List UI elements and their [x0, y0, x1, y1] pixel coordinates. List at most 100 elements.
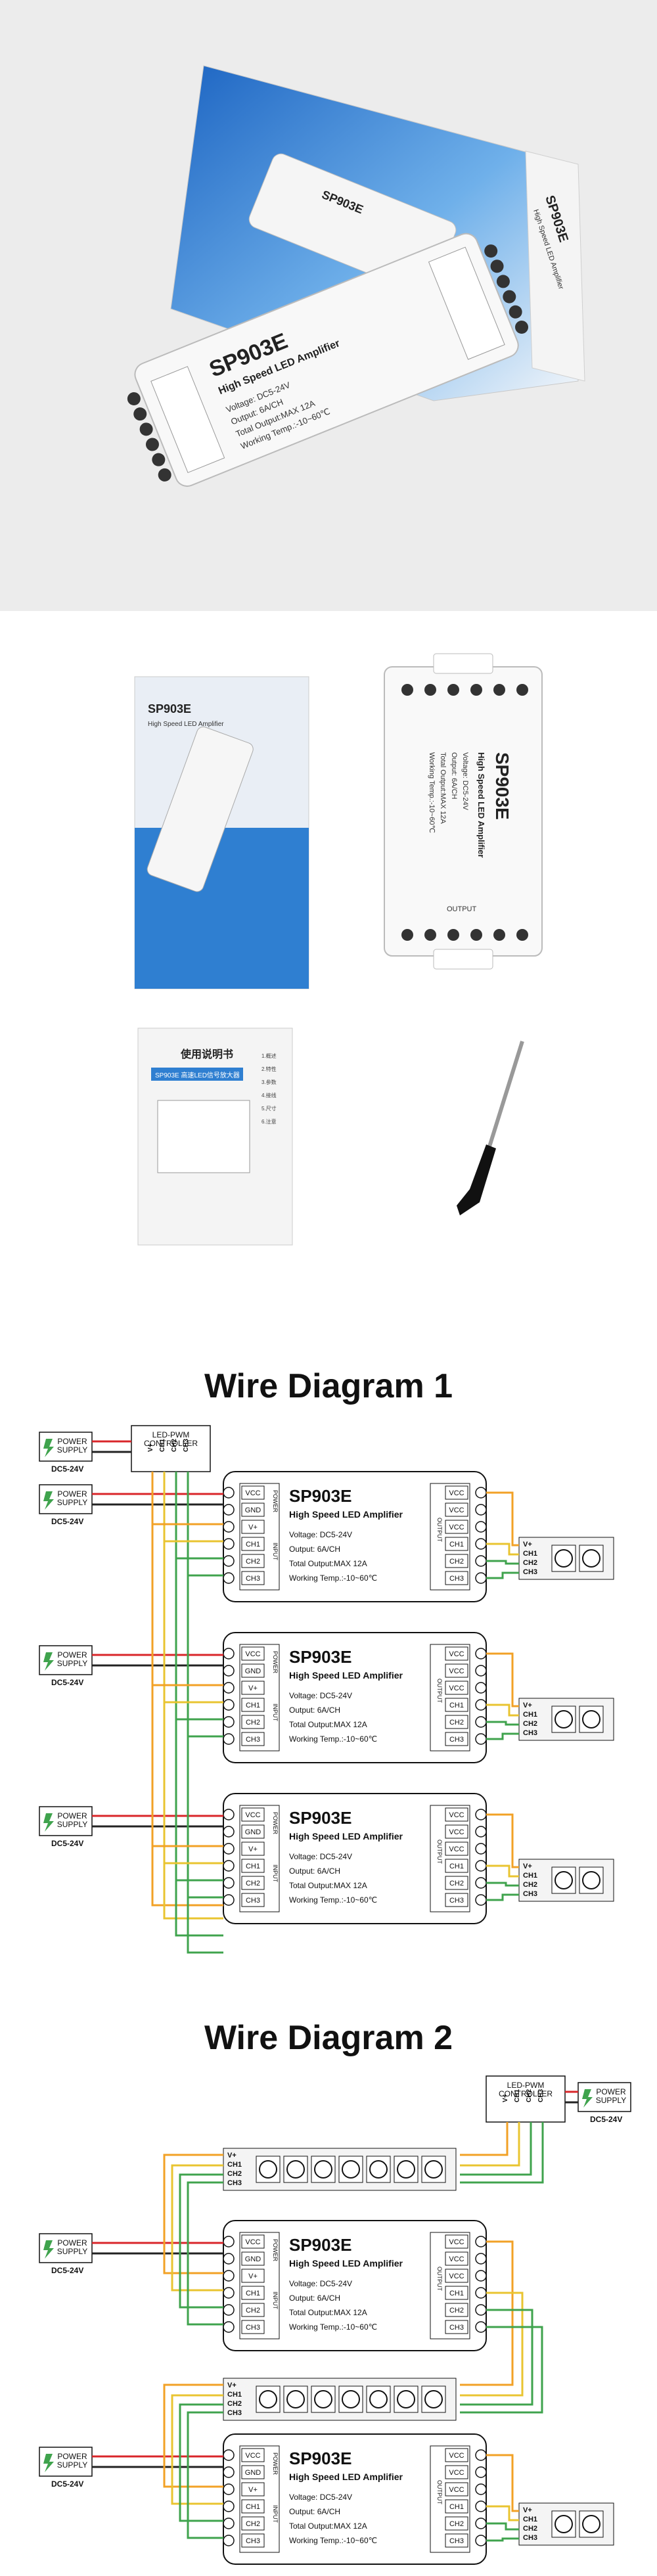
led-icon — [582, 1549, 600, 1568]
wire — [460, 2240, 514, 2386]
power-supply-label: POWER — [57, 1437, 87, 1446]
screw-icon — [475, 1826, 487, 1838]
terminal-label: VCC — [449, 1845, 464, 1853]
power-supply-voltage: DC5-24V — [51, 1464, 83, 1474]
screw-icon — [223, 2535, 235, 2546]
product-photo: SP903E High Speed LED Amplifier SP903E S… — [127, 65, 585, 487]
wire — [486, 1491, 519, 1547]
screw-icon — [475, 1682, 487, 1694]
power-label: POWER — [272, 2239, 279, 2262]
input-label: INPUT — [272, 2292, 279, 2310]
screw-icon — [475, 1504, 487, 1516]
terminal-label: CH1 — [449, 2290, 464, 2297]
terminal-cell — [445, 1485, 468, 1500]
wire — [163, 2384, 223, 2488]
lightning-icon — [43, 2240, 54, 2259]
controller-pin-label: CH1 — [514, 2089, 521, 2102]
amplifier-subtitle: High Speed LED Amplifier — [289, 1831, 403, 1842]
amplifier-output: Output: 6A/CH — [289, 1706, 340, 1715]
led-icon — [259, 2160, 277, 2179]
strip-pin-label: V+ — [523, 1541, 532, 1548]
strip-pin-label: CH1 — [227, 2161, 242, 2169]
terminal-label: V+ — [248, 1845, 258, 1853]
terminal-cell — [445, 1893, 468, 1907]
controller-pin-label: CH1 — [159, 1439, 166, 1452]
wire — [486, 1560, 519, 1565]
screw-icon — [475, 1733, 487, 1745]
output-label: OUTPUT — [436, 1518, 443, 1543]
terminal-cell — [445, 1681, 468, 1695]
wire — [187, 1472, 223, 1954]
led-icon — [555, 1549, 573, 1568]
screw-icon — [223, 1648, 235, 1660]
output-label: OUTPUT — [436, 2267, 443, 2292]
input-label: INPUT — [272, 1704, 279, 1722]
power-supply-label: SUPPLY — [57, 1820, 87, 1829]
terminal-cell — [445, 1842, 468, 1856]
terminal-cell — [445, 2234, 468, 2249]
amplifier-subtitle: High Speed LED Amplifier — [289, 2472, 403, 2482]
manual-item: 4.接线 — [261, 1092, 277, 1098]
screw-icon — [475, 2304, 487, 2316]
terminal-cell — [445, 1807, 468, 1822]
device-top-temp: Working Temp.:-10~60℃ — [428, 752, 436, 833]
amplifier-model: SP903E — [289, 1486, 351, 1506]
screw-icon — [223, 1538, 235, 1550]
terminal-cell — [445, 2533, 468, 2548]
screw-icon — [475, 2500, 487, 2512]
wire — [460, 2292, 524, 2397]
terminal-label: VCC — [449, 1684, 464, 1692]
screw-icon — [223, 1877, 235, 1889]
terminal-cell — [241, 2269, 265, 2283]
screw-icon — [475, 2449, 487, 2461]
screw-icon — [475, 1843, 487, 1855]
led-icon — [555, 1710, 573, 1729]
amplifier-model: SP903E — [289, 2235, 351, 2255]
screw-icon — [223, 1894, 235, 1906]
strip-pin-label: V+ — [523, 2506, 532, 2514]
screw-icon — [475, 1572, 487, 1584]
device-top-model: SP903E — [492, 752, 512, 820]
screw-icon — [223, 2270, 235, 2282]
strip-pin-label: CH1 — [523, 2516, 537, 2523]
screw-icon — [223, 2287, 235, 2299]
wire — [486, 2505, 519, 2521]
terminal-label: CH2 — [449, 2520, 464, 2528]
controller-pin-label: CH2 — [526, 2089, 533, 2102]
terminal-label: CH3 — [449, 1897, 464, 1905]
screw-icon — [475, 1716, 487, 1728]
terminal-label: CH1 — [449, 1863, 464, 1870]
box-front: SP903E High Speed LED Amplifier — [134, 676, 309, 989]
power-supply-label: POWER — [57, 1489, 87, 1499]
strip-pin-label: CH2 — [227, 2400, 242, 2408]
strip-pin-label: V+ — [523, 1863, 532, 1870]
terminal-label: CH3 — [449, 2537, 464, 2545]
led-icon — [259, 2390, 277, 2408]
controller-pin-label: CH2 — [171, 1439, 178, 1452]
terminal-cell — [241, 1859, 265, 1873]
terminal-cell — [445, 2303, 468, 2317]
controller-pin-label: V+ — [147, 1443, 154, 1452]
terminal-label: CH3 — [449, 1736, 464, 1744]
package-contents-section: SP903E High Speed LED Amplifier SP903E H… — [0, 611, 657, 1334]
wire — [486, 1543, 519, 1556]
strip-pin-label: CH3 — [227, 2179, 242, 2187]
strip-pin-label: CH2 — [523, 1720, 537, 1728]
terminal-label: CH2 — [246, 1880, 260, 1887]
terminal-label: CH1 — [246, 1702, 260, 1709]
lightning-icon — [582, 2089, 593, 2108]
amplifier-subtitle: High Speed LED Amplifier — [289, 2258, 403, 2269]
terminal-label: VCC — [449, 2469, 464, 2477]
wire — [486, 1882, 519, 1887]
terminal-label: V+ — [248, 2272, 258, 2280]
screw-icon — [475, 2321, 487, 2333]
led-icon — [555, 2515, 573, 2533]
terminal-label: CH2 — [449, 1558, 464, 1566]
input-label: INPUT — [272, 2505, 279, 2523]
screw-icon — [223, 1487, 235, 1499]
user-manual: 使用说明书 SP903E 高速LED信号放大器 1.概述 2.特性 3.参数 4… — [137, 1028, 293, 1246]
main-device: SP903E High Speed LED Amplifier Voltage:… — [127, 233, 529, 487]
controller-pin-label: V+ — [502, 2094, 509, 2102]
